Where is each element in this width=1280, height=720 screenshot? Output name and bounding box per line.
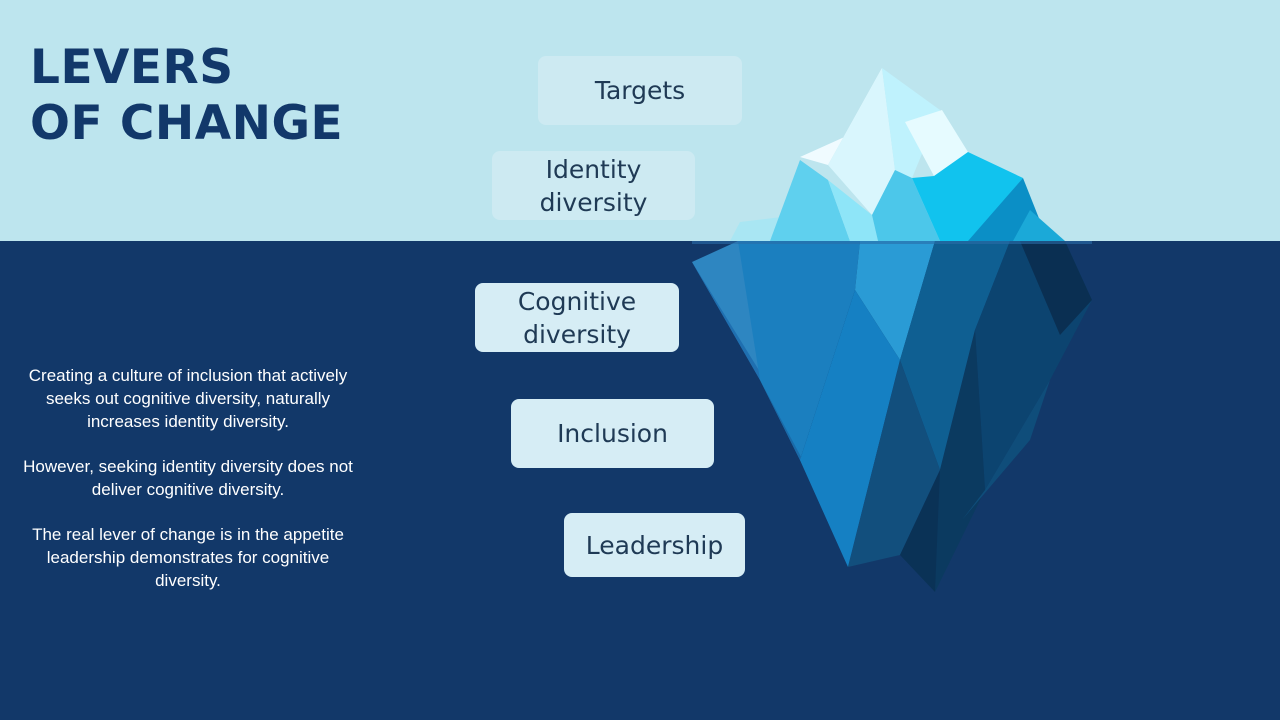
title-line-2: OF CHANGE (30, 96, 344, 151)
lever-inclusion: Inclusion (511, 399, 714, 468)
lever-identity-label-line-1: Identity (545, 154, 642, 184)
lever-cognitive-diversity: Cognitive diversity (475, 283, 679, 352)
lever-cognitive-label-line-2: diversity (523, 319, 631, 349)
title-line-1: LEVERS (30, 40, 234, 95)
slide-title: LEVERS OF CHANGE (30, 40, 343, 152)
paragraph-leadership: The real lever of change is in the appet… (32, 525, 344, 590)
lever-leadership-label: Leadership (585, 530, 724, 560)
iceberg-tip (730, 68, 1065, 241)
lever-inclusion-label: Inclusion (557, 419, 668, 448)
iceberg-body (692, 241, 1092, 592)
waterline (692, 241, 1092, 244)
lever-targets-label: Targets (594, 76, 686, 105)
lever-leadership: Leadership (564, 513, 745, 577)
paragraph-inclusion: Creating a culture of inclusion that act… (28, 366, 348, 431)
description-text: Creating a culture of inclusion that act… (22, 364, 354, 614)
paragraph-identity: However, seeking identity diversity does… (23, 457, 353, 499)
lever-cognitive-label-line-1: Cognitive (517, 286, 637, 316)
lever-identity-label-line-2: diversity (539, 187, 648, 217)
lever-targets: Targets (538, 56, 742, 125)
lever-identity-diversity: Identity diversity (492, 151, 695, 220)
